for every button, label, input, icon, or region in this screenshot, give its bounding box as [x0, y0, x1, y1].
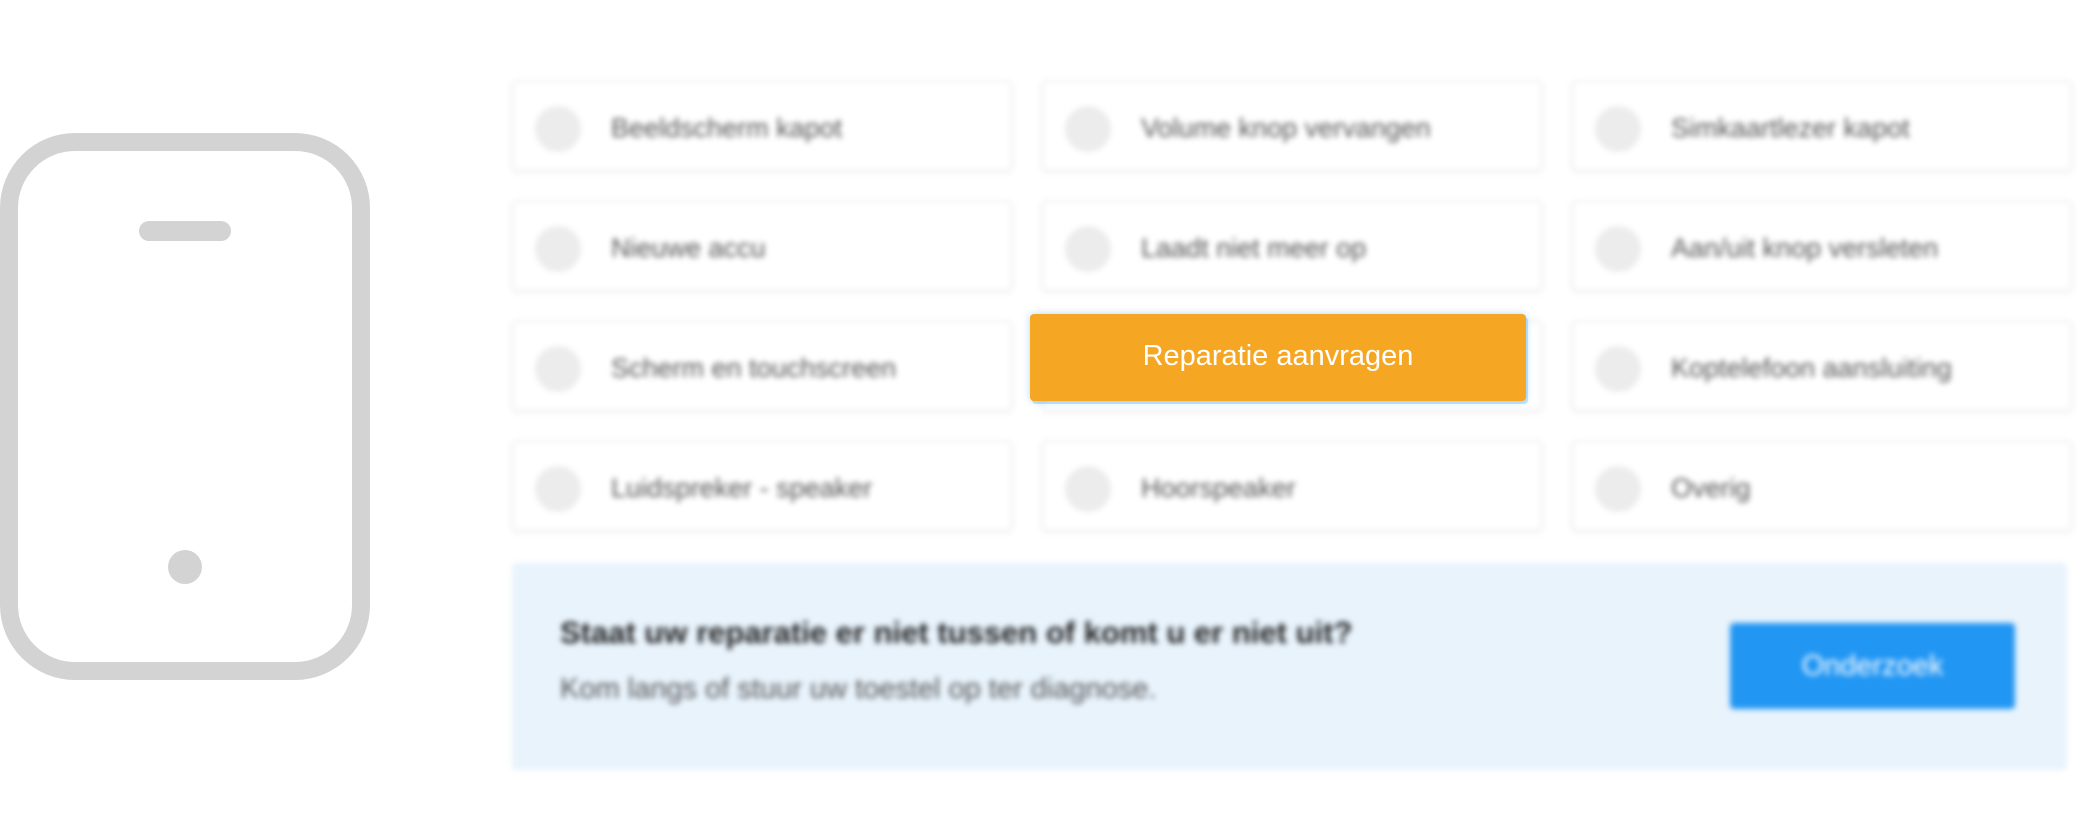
repair-selection-panel: Beeldscherm kapot Volume knop vervangen …	[505, 78, 2072, 778]
radio-icon[interactable]	[535, 226, 581, 272]
radio-icon[interactable]	[535, 466, 581, 512]
option-label: Scherm en touchscreen	[611, 353, 897, 383]
radio-icon[interactable]	[535, 106, 581, 152]
info-banner: Staat uw reparatie er niet tussen of kom…	[512, 563, 2067, 770]
option-label: Nieuwe accu	[611, 233, 766, 263]
option-label: Hoorspeaker	[1141, 473, 1296, 503]
radio-icon[interactable]	[1595, 466, 1641, 512]
option-aan-uit-knop[interactable]: Aan/uit knop versleten	[1572, 201, 2072, 291]
info-title: Staat uw reparatie er niet tussen of kom…	[560, 615, 1353, 650]
option-luidspreker[interactable]: Luidspreker - speaker	[512, 441, 1012, 531]
radio-icon[interactable]	[1595, 346, 1641, 392]
option-label: Simkaartlezer kapot	[1671, 113, 1910, 143]
option-nieuwe-accu[interactable]: Nieuwe accu	[512, 201, 1012, 291]
option-hoorspeaker[interactable]: Hoorspeaker	[1042, 441, 1542, 531]
smartphone-icon	[0, 133, 370, 680]
radio-icon[interactable]	[535, 346, 581, 392]
option-label: Volume knop vervangen	[1141, 113, 1431, 143]
option-volume-knop[interactable]: Volume knop vervangen	[1042, 81, 1542, 171]
radio-icon[interactable]	[1065, 226, 1111, 272]
radio-icon[interactable]	[1595, 226, 1641, 272]
option-overig[interactable]: Overig	[1572, 441, 2072, 531]
option-label: Beeldscherm kapot	[611, 113, 843, 143]
radio-icon[interactable]	[1595, 106, 1641, 152]
radio-icon[interactable]	[1065, 466, 1111, 512]
option-beeldscherm-kapot[interactable]: Beeldscherm kapot	[512, 81, 1012, 171]
option-label: Koptelefoon aansluiting	[1671, 353, 1952, 383]
option-label: Overig	[1671, 473, 1751, 503]
option-label: Aan/uit knop versleten	[1671, 233, 1939, 263]
option-label: Luidspreker - speaker	[611, 473, 873, 503]
info-subtitle: Kom langs of stuur uw toestel op ter dia…	[560, 673, 1157, 705]
reparatie-aanvragen-button[interactable]: Reparatie aanvragen	[1030, 314, 1526, 401]
option-koptelefoon[interactable]: Koptelefoon aansluiting	[1572, 321, 2072, 411]
option-laadt-niet[interactable]: Laadt niet meer op	[1042, 201, 1542, 291]
option-simkaartlezer[interactable]: Simkaartlezer kapot	[1572, 81, 2072, 171]
onderzoek-button[interactable]: Onderzoek	[1730, 623, 2015, 709]
option-label: Laadt niet meer op	[1141, 233, 1367, 263]
option-scherm-touchscreen[interactable]: Scherm en touchscreen	[512, 321, 1012, 411]
radio-icon[interactable]	[1065, 106, 1111, 152]
